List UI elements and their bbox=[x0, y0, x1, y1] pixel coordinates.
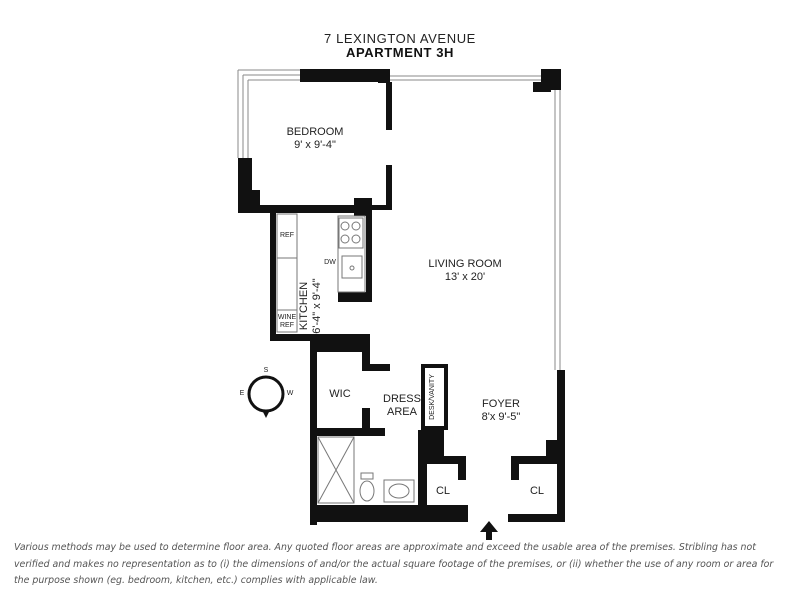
dress-area-line1: DRESS bbox=[383, 393, 421, 405]
living-room-dims: 13' x 20' bbox=[444, 271, 486, 283]
compass-rose bbox=[247, 375, 285, 418]
address-title: 7 LEXINGTON AVENUE bbox=[324, 31, 476, 46]
apartment-title: APARTMENT 3H bbox=[345, 45, 455, 60]
wine-ref-line1: WINE bbox=[277, 314, 297, 321]
desk-vanity-label: DESK/VANITY bbox=[429, 374, 436, 420]
ref-label: REF bbox=[280, 232, 294, 239]
kitchen-label: KITCHEN 6'-4" x 9'-4" bbox=[298, 256, 326, 356]
foyer-name: FOYER bbox=[482, 398, 520, 410]
window-lines bbox=[237, 69, 561, 370]
entry-arrow-icon bbox=[480, 521, 498, 540]
bathroom-fixtures bbox=[317, 436, 415, 504]
foyer-label: FOYER 8'x 9'-5" bbox=[456, 398, 546, 424]
dress-area-line2: AREA bbox=[387, 406, 417, 418]
kitchen-dims: 6'-4" x 9'-4" bbox=[311, 278, 323, 334]
wine-ref-label: WINE REF bbox=[275, 314, 299, 330]
closet-left-label: CL bbox=[435, 485, 451, 497]
bedroom-label: BEDROOM 9' x 9'-4" bbox=[260, 126, 370, 152]
living-room-label: LIVING ROOM 13' x 20' bbox=[410, 258, 520, 284]
kitchen-name: KITCHEN bbox=[298, 281, 310, 331]
disclaimer-text: Various methods may be used to determine… bbox=[14, 542, 774, 586]
compass-w-label: W bbox=[286, 390, 294, 397]
wine-ref-line2: REF bbox=[280, 322, 294, 329]
wic-label: WIC bbox=[329, 388, 351, 400]
dress-area-label: DRESS AREA bbox=[372, 393, 432, 419]
compass-e-label: E bbox=[239, 390, 245, 397]
living-room-name: LIVING ROOM bbox=[428, 258, 502, 270]
closet-right-label: CL bbox=[529, 485, 545, 497]
kitchen-fixtures bbox=[276, 213, 366, 333]
dw-label: DW bbox=[324, 259, 336, 266]
foyer-dims: 8'x 9'-5" bbox=[481, 411, 521, 423]
compass-s-label: S bbox=[263, 367, 269, 374]
bedroom-name: BEDROOM bbox=[286, 126, 344, 138]
bedroom-dims: 9' x 9'-4" bbox=[294, 139, 336, 151]
walls bbox=[238, 69, 565, 525]
